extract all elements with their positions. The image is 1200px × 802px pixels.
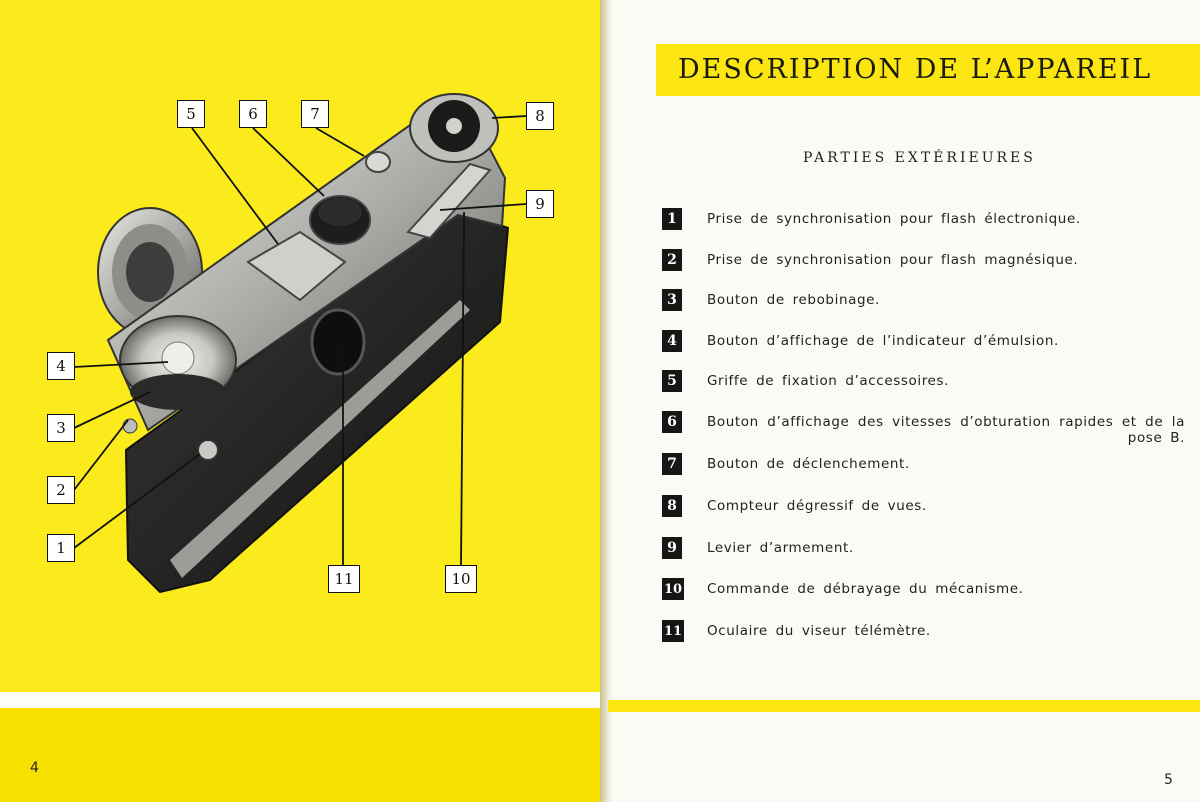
item-description: Griffe de fixation d’accessoires.: [707, 373, 949, 389]
item-number-badge: 2: [662, 249, 682, 271]
item-number-badge: 5: [662, 370, 682, 392]
item-number-badge: 7: [662, 453, 682, 475]
item-description: Compteur dégressif de vues.: [707, 498, 927, 514]
item-number-badge: 6: [662, 411, 682, 433]
item-description: Bouton de rebobinage.: [707, 292, 880, 308]
page-title: DESCRIPTION DE L’APPAREIL: [678, 54, 1153, 85]
item-description: Bouton de déclenchement.: [707, 456, 910, 472]
callout-7: 7: [301, 100, 329, 128]
callout-2: 2: [47, 476, 75, 504]
item-number-badge: 11: [662, 620, 684, 642]
title-band: [656, 44, 1200, 96]
flash-socket: [197, 439, 219, 461]
callout-10: 10: [445, 565, 477, 593]
eyepiece: [310, 308, 366, 376]
item-description: Levier d’armement.: [707, 540, 854, 556]
page-number-right: 5: [1164, 772, 1173, 788]
callout-5: 5: [177, 100, 205, 128]
callout-11: 11: [328, 565, 360, 593]
item-number-badge: 3: [662, 289, 682, 311]
callout-8: 8: [526, 102, 554, 130]
leader-lines: [73, 115, 527, 567]
callout-3: 3: [47, 414, 75, 442]
item-description: Prise de synchronisation pour flash élec…: [707, 211, 1081, 227]
item-number-badge: 1: [662, 208, 682, 230]
release-button: [365, 151, 391, 173]
callout-4: 4: [47, 352, 75, 380]
item-number-badge: 10: [662, 578, 684, 600]
item-description: Prise de synchronisation pour flash magn…: [707, 252, 1079, 268]
accessory-shoe: [246, 230, 347, 302]
callout-6: 6: [239, 100, 267, 128]
page-number-left: 4: [30, 760, 39, 776]
item-number-badge: 8: [662, 495, 682, 517]
left-page: [0, 0, 604, 802]
callout-1: 1: [47, 534, 75, 562]
book-gutter: [600, 0, 614, 802]
callout-9: 9: [526, 190, 554, 218]
item-description: Oculaire du viseur télémètre.: [707, 623, 931, 639]
white-stripe: [0, 692, 604, 708]
advance-lever: [406, 162, 492, 240]
yellow-rule: [608, 700, 1200, 712]
item-number-badge: 4: [662, 330, 682, 352]
camera-illustration: [73, 93, 527, 594]
item-description: Commande de débrayage du mécanisme.: [707, 581, 1024, 597]
item-description: Bouton d’affichage des vitesses d’obtura…: [707, 414, 1185, 446]
section-subtitle: PARTIES EXTÉRIEURES: [803, 150, 1036, 166]
item-description: Bouton d’affichage de l’indicateur d’ému…: [707, 333, 1059, 349]
bottom-band: [0, 708, 604, 802]
item-number-badge: 9: [662, 537, 682, 559]
